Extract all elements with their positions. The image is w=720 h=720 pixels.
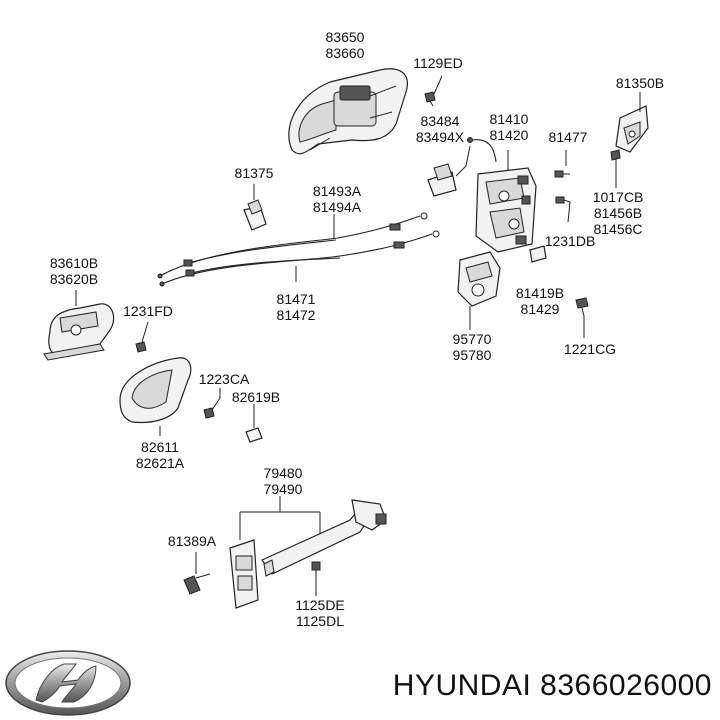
label-81477: 81477: [549, 129, 588, 145]
cable-clip-81375: [243, 184, 267, 231]
door-cables: [157, 212, 440, 287]
label-81350b: 81350B: [616, 75, 664, 91]
screw-1017cb: [610, 149, 621, 188]
label-1223ca: 1223CA: [199, 371, 250, 387]
label-83610b: 83610B: [50, 255, 98, 271]
label-83494x: 83494X: [416, 129, 465, 145]
label-1231fd: 1231FD: [123, 303, 173, 319]
label-83484: 83484: [421, 113, 460, 129]
label-81494a: 81494A: [313, 199, 362, 215]
hyundai-logo: [5, 650, 131, 716]
door-latch-assembly: [471, 139, 537, 253]
door-lock-actuator: [457, 251, 501, 330]
bolt-1231fd: [135, 321, 149, 353]
screw-81477: [554, 150, 570, 178]
brand-caption: HYUNDAI 8366026000: [393, 669, 712, 702]
label-81429: 81429: [521, 301, 560, 317]
label-95780: 95780: [453, 347, 492, 363]
bolt-81456: [555, 196, 571, 223]
label-83660: 83660: [326, 45, 365, 61]
cap-82619b: [245, 404, 263, 443]
label-82611: 82611: [141, 439, 179, 455]
striker-bracket-81350b: [615, 92, 649, 153]
label-81456c: 81456C: [593, 221, 642, 237]
label-81471: 81471: [277, 291, 316, 307]
label-79480: 79480: [264, 465, 303, 481]
label-81420: 81420: [490, 127, 529, 143]
label-81389a: 81389A: [168, 533, 217, 549]
label-82621a: 82621A: [136, 455, 185, 471]
label-1231db: 1231DB: [545, 233, 596, 249]
label-79490: 79490: [264, 481, 303, 497]
label-81375: 81375: [235, 165, 274, 181]
pad-1231db: [529, 245, 547, 263]
label-81419b: 81419B: [516, 285, 564, 301]
label-83650: 83650: [326, 29, 365, 45]
label-95770: 95770: [453, 331, 492, 347]
label-1129ed: 1129ED: [413, 55, 463, 71]
label-81472: 81472: [277, 307, 316, 323]
inner-door-handle: [119, 357, 192, 436]
label-81493a: 81493A: [313, 183, 362, 199]
label-81410: 81410: [490, 111, 529, 127]
label-1017cb: 1017CB: [593, 189, 644, 205]
outer-door-handle: [288, 68, 408, 155]
label-82619b: 82619B: [232, 389, 280, 405]
label-83620b: 83620B: [50, 271, 98, 287]
label-81456b: 81456B: [594, 205, 642, 221]
label-1125dl: 1125DL: [296, 613, 344, 629]
bolt-1125de: [311, 561, 321, 596]
bolt-1129ed: [424, 75, 443, 107]
label-1125de: 1125DE: [295, 597, 345, 613]
bolt-1221cg: [575, 297, 589, 338]
inner-handle-cover: [43, 290, 115, 361]
label-1221cg: 1221CG: [564, 341, 616, 357]
part-labels: 83650 83660 1129ED 81350B 83484 83494X 8…: [50, 29, 664, 629]
bolt-81389a: [183, 552, 211, 595]
rod-clip-83484: [427, 137, 473, 197]
screw-1223ca: [203, 388, 221, 419]
door-checker: [229, 496, 387, 609]
